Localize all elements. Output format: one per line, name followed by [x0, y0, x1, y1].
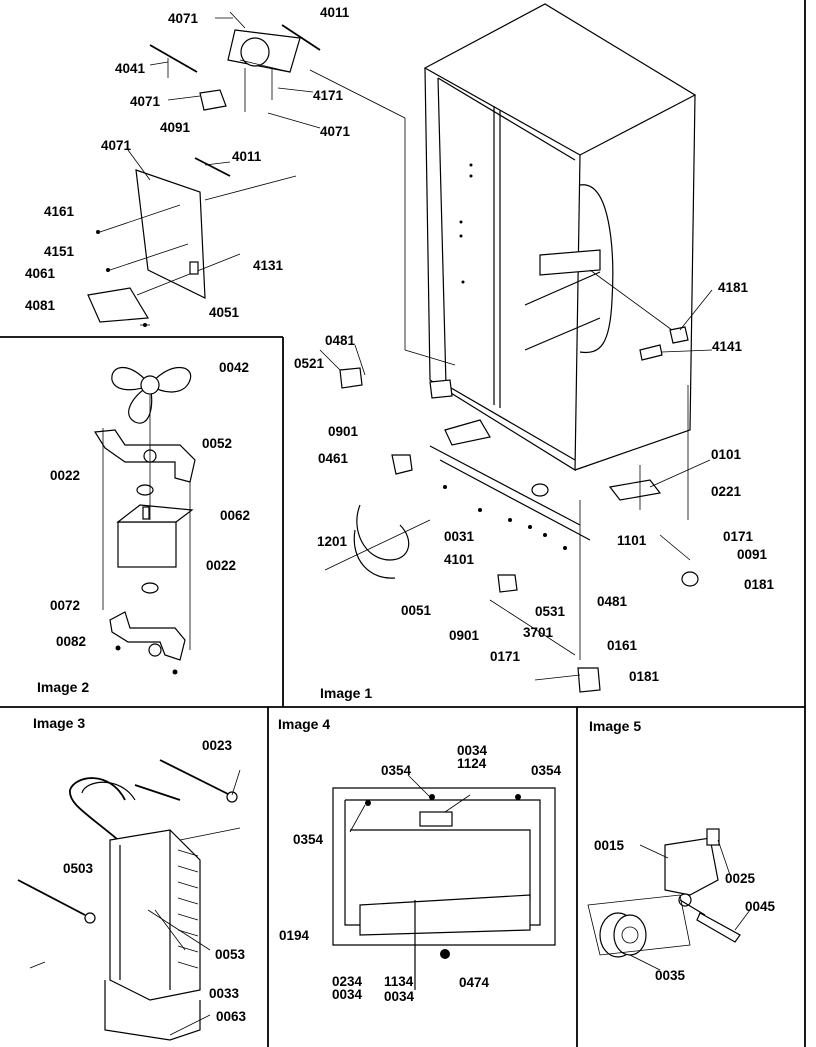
callout-0481: 0481	[325, 333, 356, 348]
callout-0234: 0234	[332, 974, 363, 989]
callout-4141: 4141	[712, 339, 743, 354]
callout-4101: 4101	[444, 552, 475, 567]
callout-0015: 0015	[594, 838, 625, 853]
callout-4161: 4161	[44, 204, 75, 219]
callout-4181: 4181	[718, 280, 749, 295]
callout-0045: 0045	[745, 899, 776, 914]
callout-0481: 0481	[597, 594, 628, 609]
callout-4041: 4041	[115, 61, 146, 76]
callout-0062: 0062	[220, 508, 250, 523]
callout-0034: 0034	[384, 989, 415, 1004]
callout-4151: 4151	[44, 244, 75, 259]
bottom-hardware	[324, 269, 699, 693]
caption-image2: Image 2	[37, 679, 89, 695]
callout-4011: 4011	[320, 5, 350, 20]
image5-drawing	[587, 828, 741, 958]
callout-4071: 4071	[168, 11, 199, 26]
callout-0091: 0091	[737, 547, 768, 562]
evaporator-cover-top	[149, 11, 321, 129]
callout-0221: 0221	[711, 484, 742, 499]
callout-4081: 4081	[25, 298, 56, 313]
callout-4071: 4071	[320, 124, 351, 139]
rear-cover-plate	[87, 157, 297, 327]
callout-0023: 0023	[202, 738, 233, 753]
panel-captions: Image 1 Image 2 Image 3 Image 4 Image 5	[33, 679, 641, 734]
caption-image4: Image 4	[278, 716, 330, 732]
callout-0042: 0042	[219, 360, 249, 375]
callout-leaders	[127, 17, 751, 1036]
callout-0051: 0051	[401, 603, 432, 618]
callout-0521: 0521	[294, 356, 325, 371]
callout-0031: 0031	[444, 529, 475, 544]
caption-image3: Image 3	[33, 715, 85, 731]
callout-1201: 1201	[317, 534, 348, 549]
callout-4091: 4091	[160, 120, 191, 135]
callout-1101: 1101	[617, 533, 647, 548]
callout-0072: 0072	[50, 598, 80, 613]
callout-0171: 0171	[723, 529, 754, 544]
callout-4061: 4061	[25, 266, 56, 281]
callouts: 4071 4011 4041 4071 4171 4091 4071 4071 …	[25, 5, 776, 1024]
callout-4051: 4051	[209, 305, 240, 320]
callout-0171: 0171	[490, 649, 521, 664]
image1-drawing	[87, 3, 699, 693]
callout-0194: 0194	[279, 928, 310, 943]
cabinet-body	[309, 3, 697, 472]
callout-0181: 0181	[629, 669, 660, 684]
callout-0022: 0022	[206, 558, 236, 573]
caption-image1: Image 1	[320, 685, 372, 701]
callout-0052: 0052	[202, 436, 232, 451]
callout-0354: 0354	[381, 763, 412, 778]
callout-0354: 0354	[293, 832, 324, 847]
evaporator-fins	[177, 849, 199, 969]
callout-0901: 0901	[328, 424, 359, 439]
image4-drawing	[332, 787, 556, 990]
callout-0161: 0161	[607, 638, 638, 653]
callout-1134: 1134	[384, 974, 414, 989]
callout-0034: 0034	[332, 987, 363, 1002]
callout-4131: 4131	[253, 258, 284, 273]
callout-0101: 0101	[711, 447, 742, 462]
callout-0053: 0053	[215, 947, 246, 962]
callout-0025: 0025	[725, 871, 756, 886]
callout-0531: 0531	[535, 604, 566, 619]
callout-0181: 0181	[744, 577, 775, 592]
callout-0063: 0063	[216, 1009, 247, 1024]
callout-0354: 0354	[531, 763, 562, 778]
callout-0901: 0901	[449, 628, 480, 643]
callout-4071: 4071	[130, 94, 161, 109]
callout-0082: 0082	[56, 634, 86, 649]
callout-0035: 0035	[655, 968, 686, 983]
callout-0034: 0034	[457, 743, 488, 758]
callout-1124: 1124	[457, 756, 487, 771]
callout-4171: 4171	[313, 88, 344, 103]
callout-0503: 0503	[63, 861, 94, 876]
callout-0022: 0022	[50, 468, 80, 483]
callout-0033: 0033	[209, 986, 240, 1001]
callout-4071: 4071	[101, 138, 132, 153]
callout-3701: 3701	[523, 625, 554, 640]
callout-0474: 0474	[459, 975, 490, 990]
caption-image5: Image 5	[589, 718, 641, 734]
image3-drawing	[17, 759, 241, 1041]
callout-4011: 4011	[232, 149, 262, 164]
callout-0461: 0461	[318, 451, 349, 466]
image2-drawing	[93, 367, 196, 675]
